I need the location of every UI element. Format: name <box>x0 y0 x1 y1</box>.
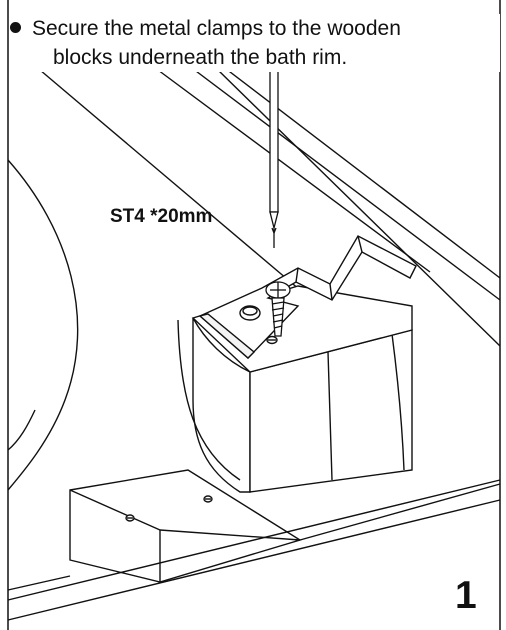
instruction-line-2: blocks underneath the bath rim. <box>53 46 348 69</box>
screw-spec-label: ST4 *20mm <box>110 206 213 227</box>
metal-clamp <box>198 235 417 359</box>
instruction-text: Secure the metal clamps to the wooden bl… <box>10 14 500 72</box>
step-number: 1 <box>455 574 477 617</box>
bath-base-rails <box>7 479 501 621</box>
screw <box>265 281 291 337</box>
lower-wooden-block <box>69 469 302 583</box>
page-border <box>7 0 501 630</box>
instruction-line-1: Secure the metal clamps to the wooden <box>10 14 500 43</box>
bullet-icon <box>10 22 21 33</box>
bath-rim-edges <box>39 45 501 347</box>
screwdriver <box>269 57 279 248</box>
bath-wall-curve <box>7 159 79 491</box>
